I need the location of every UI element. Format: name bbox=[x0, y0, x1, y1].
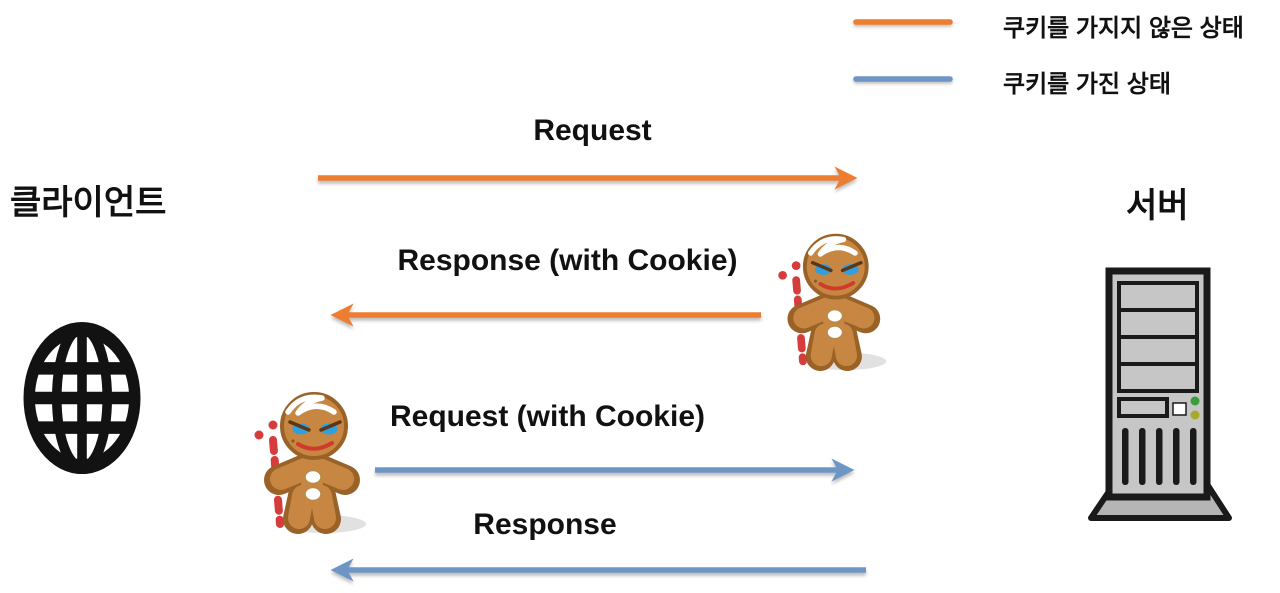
server-tower-icon bbox=[1088, 267, 1232, 521]
request-label: Request bbox=[533, 114, 652, 147]
request-arrow bbox=[318, 166, 858, 190]
response-with-cookie-arrow bbox=[330, 303, 761, 327]
server-led-green bbox=[1190, 396, 1200, 406]
response-arrow bbox=[330, 558, 866, 582]
gingerbread-cookie-icon bbox=[762, 226, 897, 371]
legend-no-cookie-line bbox=[853, 19, 953, 25]
response-label: Response bbox=[473, 508, 617, 541]
response-with-cookie-label: Response (with Cookie) bbox=[397, 244, 738, 277]
client-label: 클라이언트 bbox=[10, 184, 167, 222]
server-power-button bbox=[1172, 402, 1187, 416]
legend-no-cookie-label: 쿠키를 가지지 않은 상태 bbox=[1003, 15, 1244, 42]
server-led-yellow bbox=[1190, 410, 1200, 420]
request-with-cookie-label: Request (with Cookie) bbox=[389, 400, 705, 433]
legend-with-cookie-label: 쿠키를 가진 상태 bbox=[1003, 71, 1171, 98]
legend-with-cookie-line bbox=[853, 76, 953, 82]
request-with-cookie-arrow bbox=[375, 458, 855, 482]
globe-icon bbox=[23, 321, 141, 475]
legend: 쿠키를 가지지 않은 상태 쿠키를 가진 상태 bbox=[0, 0, 1280, 110]
server-label: 서버 bbox=[1126, 187, 1189, 225]
